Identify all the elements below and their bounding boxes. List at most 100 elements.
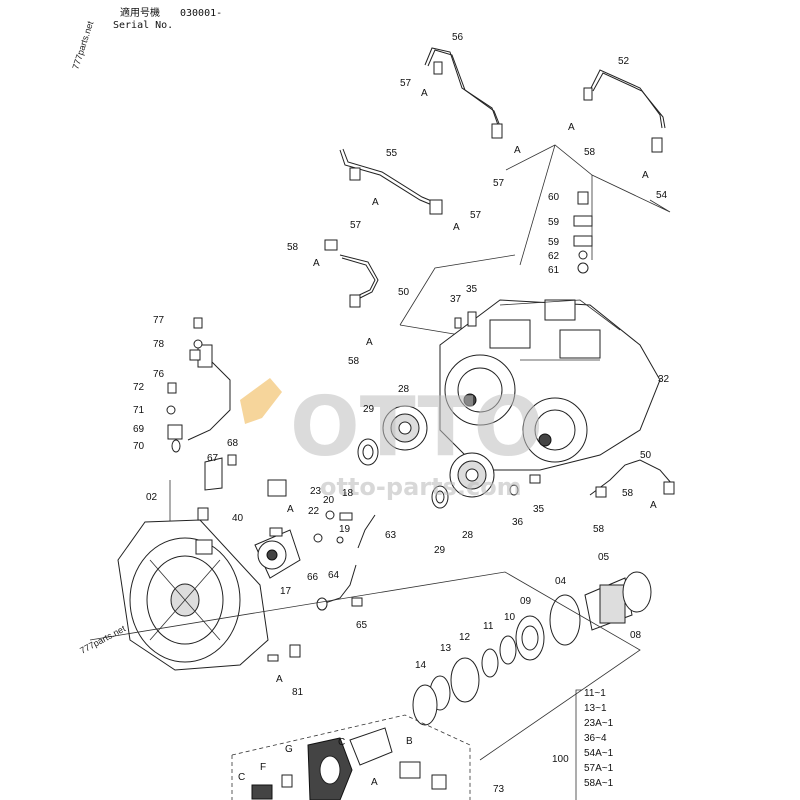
fitting-65 bbox=[351, 597, 363, 607]
marker-a-2: A bbox=[514, 145, 521, 156]
wiring-76 bbox=[167, 344, 231, 441]
callout-c50a: 50 bbox=[398, 287, 410, 298]
callout-c54: 54 bbox=[656, 190, 668, 201]
shaft-05 bbox=[584, 577, 633, 631]
kit-item: 54A~1 bbox=[584, 748, 614, 759]
callout-c69: 69 bbox=[133, 424, 145, 435]
marker-g: G bbox=[285, 744, 293, 755]
washer-36 bbox=[509, 484, 519, 496]
callout-c52: 52 bbox=[618, 56, 630, 67]
snapring-14 bbox=[412, 684, 438, 726]
callout-c35a: 35 bbox=[466, 284, 478, 295]
part-70 bbox=[171, 439, 181, 453]
washer-71 bbox=[166, 405, 176, 415]
bolt-18 bbox=[339, 512, 353, 521]
coupling-box bbox=[231, 714, 471, 800]
callout-c66: 66 bbox=[307, 572, 319, 583]
callout-c58b: 58 bbox=[287, 242, 299, 253]
marker-a-3: A bbox=[568, 122, 575, 133]
plug-40 bbox=[197, 507, 209, 521]
bolt-68 bbox=[227, 454, 237, 466]
callout-c05: 05 bbox=[598, 552, 610, 563]
kit-bracket bbox=[575, 689, 582, 800]
gear-04 bbox=[549, 594, 581, 646]
housing-02 bbox=[117, 519, 269, 671]
pipe-56 bbox=[424, 47, 503, 139]
coupling-73 bbox=[251, 727, 447, 800]
callout-c50b: 50 bbox=[640, 450, 652, 461]
callout-c19: 19 bbox=[339, 524, 351, 535]
gear-28-upper bbox=[382, 405, 428, 451]
ring-29-lower bbox=[431, 485, 449, 509]
main-pump-32 bbox=[439, 299, 661, 471]
callout-c37: 37 bbox=[450, 294, 462, 305]
callout-c40: 40 bbox=[232, 513, 244, 524]
letter-markers: A A A A A A A A A A A A B C C F G bbox=[238, 88, 657, 788]
callout-c71: 71 bbox=[133, 405, 145, 416]
kit-item: 36~4 bbox=[584, 733, 607, 744]
callout-c11: 11 bbox=[483, 621, 494, 632]
bracket-67 bbox=[204, 457, 223, 491]
callout-c18: 18 bbox=[342, 488, 354, 499]
part-66 bbox=[316, 597, 328, 611]
bolt-35b bbox=[529, 474, 541, 484]
marker-a-8: A bbox=[366, 337, 373, 348]
serial-label: Serial No. bbox=[113, 20, 173, 31]
callout-c36: 36 bbox=[512, 517, 524, 528]
callout-c04: 04 bbox=[555, 576, 567, 587]
callout-c10: 10 bbox=[504, 612, 516, 623]
callout-c76: 76 bbox=[153, 369, 165, 380]
bolt-60 bbox=[577, 191, 589, 205]
marker-b: B bbox=[406, 736, 413, 747]
watermark-top: 777parts.net bbox=[70, 19, 95, 70]
callout-c77: 77 bbox=[153, 315, 165, 326]
marker-a-5: A bbox=[372, 197, 379, 208]
kit-item: 58A~1 bbox=[584, 778, 614, 789]
callout-c60: 60 bbox=[548, 192, 560, 203]
callout-c29b: 29 bbox=[434, 545, 446, 556]
marker-a-6: A bbox=[453, 222, 460, 233]
callouts: 5652575857545557576059596261585058373577… bbox=[133, 32, 670, 795]
watermark-logo-mark bbox=[240, 378, 282, 424]
bolt-81b bbox=[267, 654, 279, 662]
marker-c-1: C bbox=[238, 772, 245, 783]
kit-item: 57A~1 bbox=[584, 763, 614, 774]
callout-c65: 65 bbox=[356, 620, 368, 631]
bolt-77 bbox=[193, 317, 203, 329]
bolt-81a bbox=[289, 644, 301, 658]
callout-c28a: 28 bbox=[398, 384, 410, 395]
pipe-52 bbox=[583, 69, 666, 153]
fitting-58d bbox=[595, 486, 607, 498]
watermark-bottom: 777parts.net bbox=[78, 623, 127, 656]
applicable-model-label: 適用号機 bbox=[120, 6, 160, 19]
callout-c12: 12 bbox=[459, 632, 471, 643]
marker-a-9: A bbox=[287, 504, 294, 515]
callout-c13: 13 bbox=[440, 643, 452, 654]
callout-c68: 68 bbox=[227, 438, 239, 449]
gear-pump-17 bbox=[254, 527, 301, 579]
part-19 bbox=[336, 536, 344, 544]
callout-c81: 81 bbox=[292, 687, 304, 698]
serial-value: 030001- bbox=[180, 8, 222, 19]
callout-c32: 32 bbox=[658, 374, 670, 385]
seal-12 bbox=[450, 657, 480, 703]
callout-c09: 09 bbox=[520, 596, 532, 607]
marker-c-2: C bbox=[338, 737, 345, 748]
callout-c57b: 57 bbox=[493, 178, 505, 189]
marker-a-12: A bbox=[371, 777, 378, 788]
callout-c78: 78 bbox=[153, 339, 165, 350]
fitting-58e bbox=[663, 481, 675, 495]
nut-61 bbox=[577, 262, 589, 274]
marker-a-1: A bbox=[421, 88, 428, 99]
washer-37 bbox=[454, 317, 462, 329]
callout-c20: 20 bbox=[323, 495, 335, 506]
callout-c63: 63 bbox=[385, 530, 397, 541]
brand-watermark: OTTO bbox=[290, 380, 543, 475]
callout-c56: 56 bbox=[452, 32, 464, 43]
callout-c17: 17 bbox=[280, 586, 292, 597]
ring-11 bbox=[481, 648, 499, 678]
callout-c57d: 57 bbox=[470, 210, 482, 221]
callout-c22: 22 bbox=[308, 506, 320, 517]
